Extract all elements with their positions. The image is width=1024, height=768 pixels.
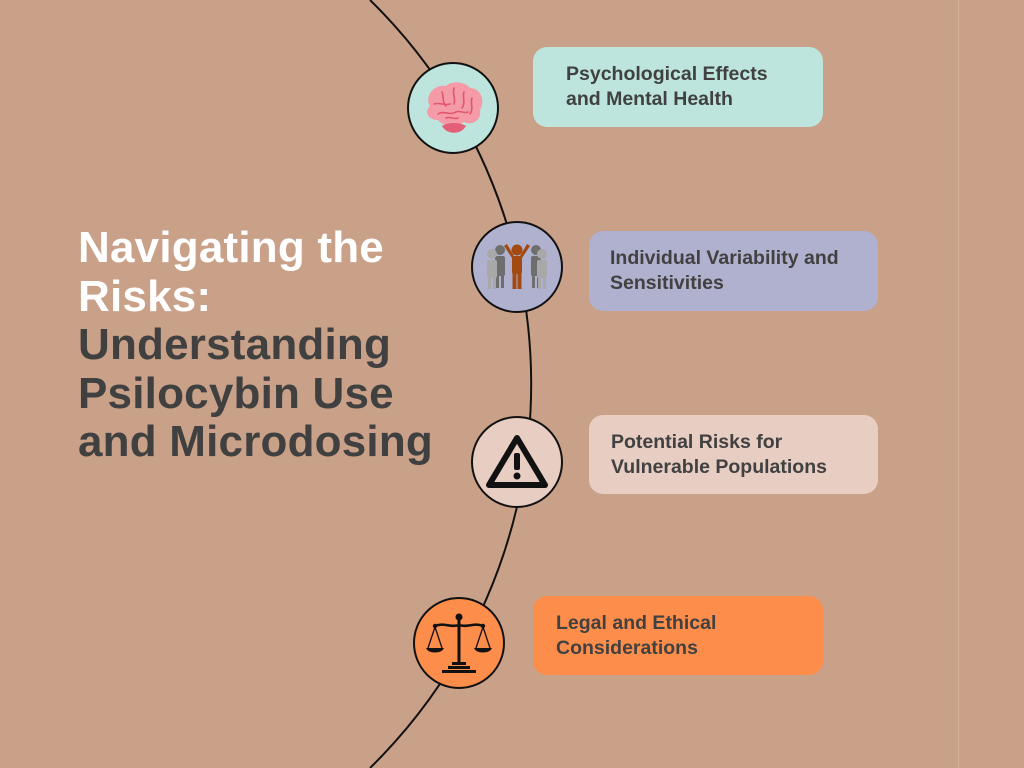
people-group-icon xyxy=(487,244,547,289)
title-line-dark: Understanding Psilocybin Use and Microdo… xyxy=(78,320,433,466)
card-label: Potential Risks for Vulnerable Populatio… xyxy=(611,430,827,478)
card-legal-ethical: Legal and Ethical Considerations xyxy=(533,596,823,675)
page-divider-line xyxy=(958,0,959,768)
page-title: Navigating the Risks: Understanding Psil… xyxy=(78,223,438,467)
card-individual-variability: Individual Variability and Sensitivities xyxy=(589,231,878,311)
title-line-light: Navigating the Risks: xyxy=(78,223,384,321)
warning-triangle-icon xyxy=(486,435,548,488)
node-psychological-effects xyxy=(407,62,499,154)
card-vulnerable-populations: Potential Risks for Vulnerable Populatio… xyxy=(589,415,878,494)
card-label: Psychological Effects and Mental Health xyxy=(566,63,768,110)
node-legal-ethical xyxy=(413,597,505,689)
card-label: Legal and Ethical Considerations xyxy=(556,611,717,659)
node-individual-variability xyxy=(471,221,563,313)
node-vulnerable-populations xyxy=(471,416,563,508)
scales-of-justice-icon xyxy=(426,613,492,673)
card-psychological-effects: Psychological Effects and Mental Health xyxy=(533,47,823,127)
brain-icon xyxy=(427,82,483,133)
card-label: Individual Variability and Sensitivities xyxy=(610,247,839,294)
